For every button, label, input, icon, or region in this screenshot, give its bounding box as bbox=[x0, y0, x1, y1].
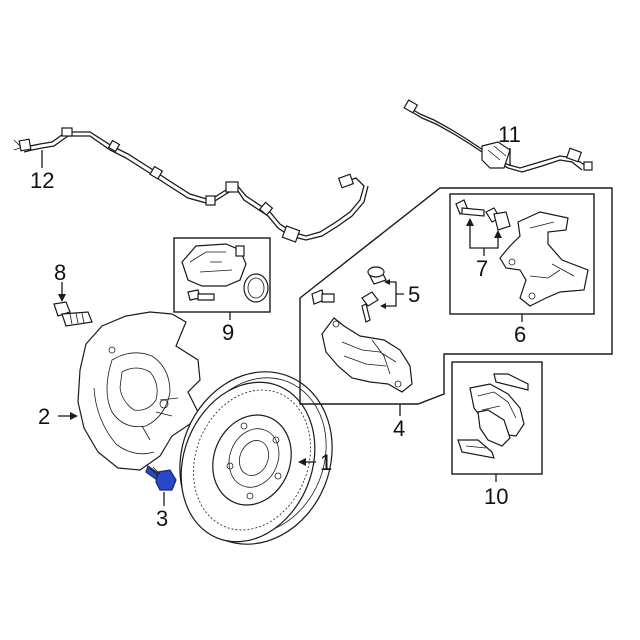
callout-8: 8 bbox=[54, 260, 66, 285]
callout-12: 12 bbox=[30, 168, 54, 193]
arrow-8 bbox=[58, 294, 66, 302]
group-box-10 bbox=[451, 361, 543, 475]
part-12-abs-sensor-harness[interactable] bbox=[13, 127, 369, 243]
part-6-caliper-bracket[interactable] bbox=[499, 211, 589, 307]
callout-5: 5 bbox=[408, 282, 420, 307]
arrow-5b bbox=[380, 303, 386, 309]
leader-5 bbox=[384, 281, 404, 307]
callout-6: 6 bbox=[514, 322, 526, 347]
part-9-caliper-assembly[interactable] bbox=[181, 243, 269, 303]
group-outline-4 bbox=[299, 187, 613, 405]
callout-4: 4 bbox=[393, 416, 405, 441]
arrow-7a bbox=[466, 218, 474, 226]
part-8-bolt[interactable] bbox=[53, 301, 93, 327]
part-11-abs-sensor-harness[interactable] bbox=[403, 99, 593, 173]
callout-7: 7 bbox=[476, 256, 488, 281]
part-3-bolt-highlighted[interactable] bbox=[145, 465, 177, 491]
arrow-2 bbox=[70, 412, 78, 420]
part-7-guide-pins[interactable] bbox=[455, 199, 511, 231]
arrow-1 bbox=[298, 458, 306, 466]
leader-7 bbox=[469, 220, 499, 256]
callout-1: 1 bbox=[320, 450, 332, 475]
callout-2: 2 bbox=[38, 404, 50, 429]
arrow-5a bbox=[384, 279, 390, 285]
callout-3: 3 bbox=[156, 506, 168, 531]
callout-11: 11 bbox=[498, 122, 521, 147]
callout-9: 9 bbox=[222, 320, 234, 345]
group-box-9 bbox=[173, 237, 271, 313]
part-1-brake-rotor[interactable] bbox=[154, 349, 357, 568]
part-10-brake-pads[interactable] bbox=[457, 373, 529, 459]
arrow-7b bbox=[494, 230, 502, 238]
part-5-bleeder-boot[interactable] bbox=[361, 266, 387, 323]
part-4-caliper[interactable] bbox=[311, 289, 413, 393]
callout-10: 10 bbox=[484, 484, 508, 509]
